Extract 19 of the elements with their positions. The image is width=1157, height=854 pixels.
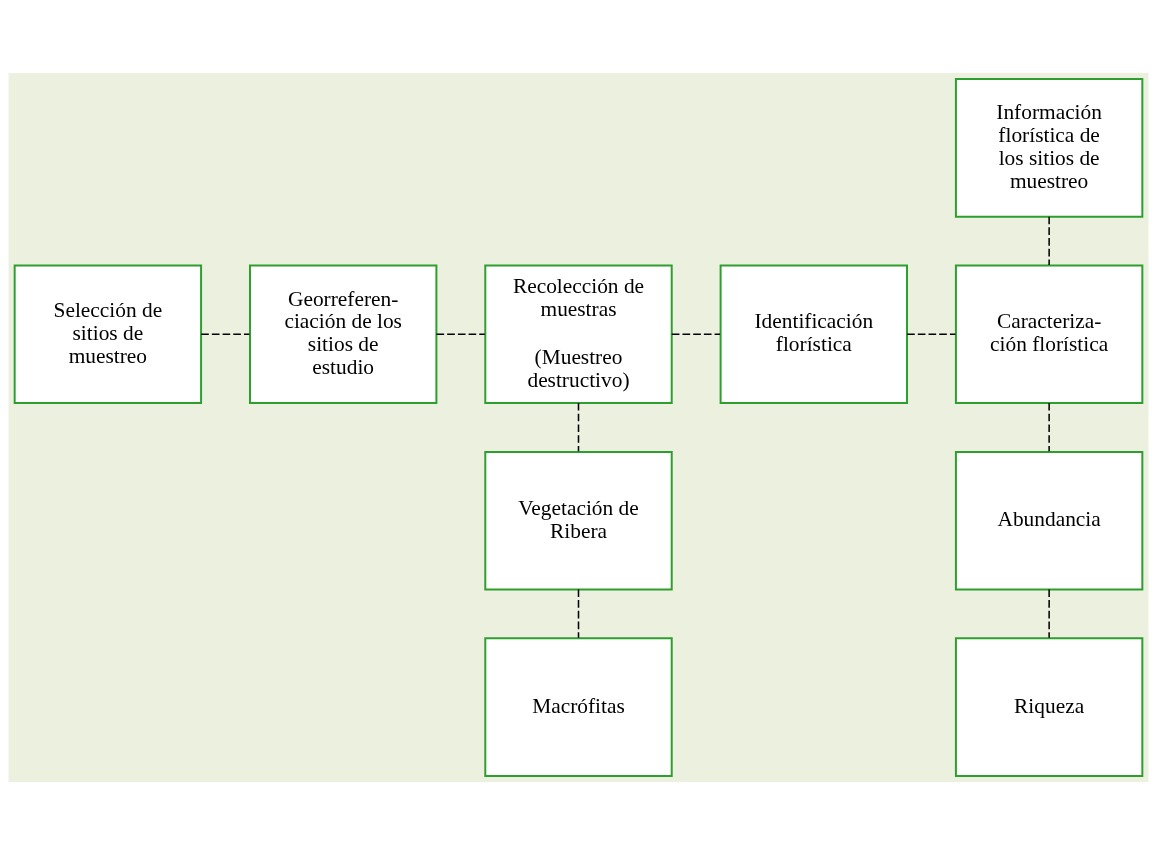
node-box: Identificación florística: [719, 264, 908, 404]
node-box: Caracteriza- ción florística: [954, 264, 1144, 404]
node-box: Vegetación de Ribera: [484, 450, 673, 590]
connector: [577, 401, 580, 452]
node-box: Riqueza: [954, 636, 1144, 777]
connector: [1048, 401, 1050, 452]
connector: [200, 333, 251, 335]
node-box: Abundancia: [954, 450, 1144, 590]
node-box: Recolección de muestras (Muestreo destructivo): [484, 264, 673, 404]
connector: [435, 333, 486, 335]
connector: [1048, 215, 1050, 266]
connector: [1048, 588, 1050, 639]
connector: [577, 588, 580, 639]
connector: [671, 333, 721, 335]
connector: [906, 333, 957, 335]
node-box: Información florística de los sitios de muestreo: [954, 77, 1144, 218]
node-box: Selección de sitios de muestreo: [13, 264, 203, 404]
node-box: Macrófitas: [484, 636, 673, 777]
node-box: Georreferen- ciación de los sitios de estudio: [249, 264, 438, 404]
